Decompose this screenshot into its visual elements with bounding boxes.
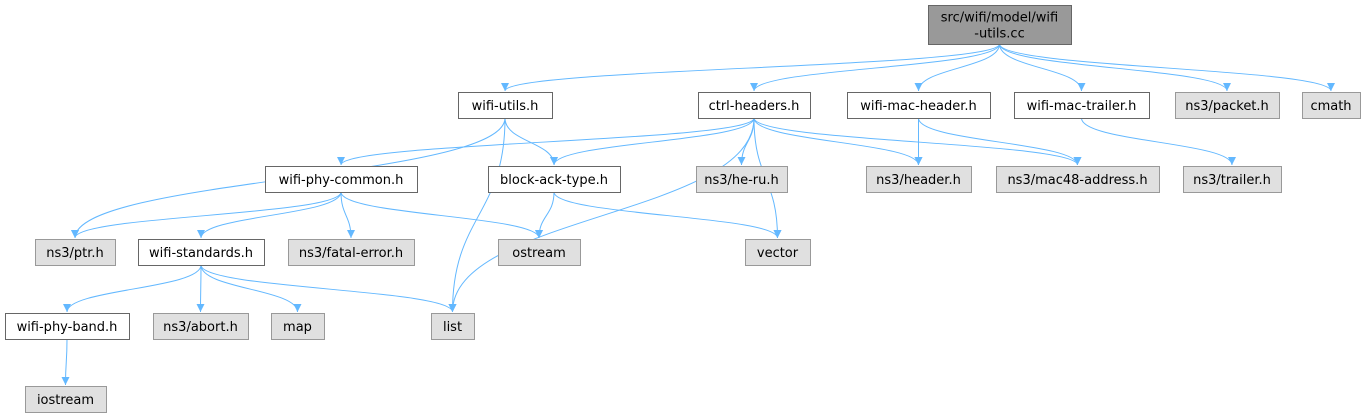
edge-wifi_utils_h-to-list: [448, 117, 506, 313]
node-map: map: [271, 313, 325, 340]
node-box: [138, 239, 265, 266]
edge-ctrl_headers_h-to-ns3_header_h: [753, 117, 923, 166]
node-label: wifi-mac-header.h: [860, 99, 977, 114]
node-label: wifi-standards.h: [149, 246, 253, 261]
node-box: [745, 239, 811, 266]
node-box: [288, 239, 415, 266]
edge-wifi_standards_h-to-map: [200, 264, 302, 313]
node-wifi-mac-trailer-h[interactable]: wifi-mac-trailer.h: [1014, 92, 1150, 119]
nodes-layer: src/wifi/model/wifi-utils.cc wifi-utils.h…: [5, 5, 1361, 413]
node-label: cmath: [1310, 99, 1351, 114]
edge-wifi_standards_h-to-ns3_abort_h: [196, 264, 205, 313]
node-wifi-standards-h[interactable]: wifi-standards.h: [138, 239, 265, 266]
node-box: [698, 92, 811, 119]
node-label: ns3/fatal-error.h: [299, 246, 403, 261]
edge-root-to-wifi_mac_header_h: [914, 43, 1000, 92]
edge-wifi_standards_h-to-list: [200, 264, 457, 313]
edge-root-to-cmath: [999, 43, 1335, 92]
node-ns3-trailer-h: ns3/trailer.h: [1183, 166, 1282, 193]
edge-root-to-wifi_utils_h: [501, 43, 1000, 92]
node-ns3-fatal-error-h: ns3/fatal-error.h: [288, 239, 415, 266]
node-box: [488, 166, 621, 193]
node-label: ns3/ptr.h: [46, 246, 104, 261]
node-label: ns3/header.h: [876, 173, 961, 188]
node-label: ostream: [512, 246, 566, 261]
node-root[interactable]: src/wifi/model/wifi-utils.cc: [928, 5, 1072, 45]
node-label: src/wifi/model/wifi: [941, 11, 1058, 26]
node-box: [847, 92, 991, 119]
node-box: [696, 166, 788, 193]
node-box: [5, 313, 130, 340]
node-vector: vector: [745, 239, 811, 266]
node-box: [265, 166, 418, 193]
node-label: ns3/he-ru.h: [704, 173, 779, 188]
node-ns3-packet-h: ns3/packet.h: [1175, 92, 1280, 119]
node-wifi-phy-common-h[interactable]: wifi-phy-common.h: [265, 166, 418, 193]
node-box: [271, 313, 325, 340]
node-ns3-abort-h: ns3/abort.h: [153, 313, 249, 340]
node-label: block-ack-type.h: [500, 173, 608, 188]
node-ns3-mac48-address-h: ns3/mac48-address.h: [996, 166, 1160, 193]
edge-ctrl_headers_h-to-list: [448, 117, 755, 313]
edge-ctrl_headers_h-to-block_ack_type_h: [550, 117, 755, 166]
node-label: map: [283, 320, 312, 335]
node-iostream: iostream: [25, 386, 107, 413]
edge-ctrl_headers_h-to-wifi_phy_common_h: [337, 117, 755, 166]
node-ctrl-headers-h[interactable]: ctrl-headers.h: [698, 92, 811, 119]
node-label: wifi-utils.h: [472, 99, 539, 114]
edge-wifi_phy_common_h-to-ns3_fatal_error_h: [340, 191, 355, 239]
node-ns3-header-h: ns3/header.h: [866, 166, 972, 193]
edge-wifi_phy_common_h-to-ns3_ptr_h: [71, 191, 342, 239]
node-box: [928, 5, 1072, 45]
node-box: [1302, 92, 1361, 119]
edge-wifi_phy_band_h-to-iostream: [61, 338, 70, 386]
node-wifi-mac-header-h[interactable]: wifi-mac-header.h: [847, 92, 991, 119]
node-ns3-ptr-h: ns3/ptr.h: [35, 239, 116, 266]
node-box: [996, 166, 1160, 193]
node-label: ns3/mac48-address.h: [1007, 173, 1147, 188]
node-box: [1183, 166, 1282, 193]
node-label: ns3/trailer.h: [1193, 173, 1271, 188]
edges-layer: [61, 43, 1335, 386]
node-box: [1175, 92, 1280, 119]
node-box: [431, 313, 475, 340]
edge-wifi_mac_header_h-to-ns3_mac48_address_h: [918, 117, 1082, 166]
node-label: iostream: [37, 393, 94, 408]
node-wifi-phy-band-h[interactable]: wifi-phy-band.h: [5, 313, 130, 340]
edge-wifi_standards_h-to-wifi_phy_band_h: [63, 264, 202, 313]
node-cmath: cmath: [1302, 92, 1361, 119]
node-list: list: [431, 313, 475, 340]
node-label: ctrl-headers.h: [709, 99, 800, 114]
node-box: [458, 92, 553, 119]
edge-wifi_phy_common_h-to-ostream: [340, 191, 543, 239]
edge-wifi_phy_common_h-to-wifi_standards_h: [197, 191, 342, 239]
node-block-ack-type-h[interactable]: block-ack-type.h: [488, 166, 621, 193]
node-ostream: ostream: [498, 239, 581, 266]
edge-block_ack_type_h-to-vector: [553, 191, 782, 239]
node-box: [866, 166, 972, 193]
node-label: list: [443, 320, 462, 335]
node-box: [498, 239, 581, 266]
node-box: [1014, 92, 1150, 119]
node-label: vector: [757, 246, 799, 261]
node-label: wifi-mac-trailer.h: [1027, 99, 1137, 114]
edge-ctrl_headers_h-to-ns3_mac48_address_h: [753, 117, 1082, 166]
node-box: [153, 313, 249, 340]
node-ns3-he-ru-h: ns3/he-ru.h: [696, 166, 788, 193]
node-label: ns3/abort.h: [163, 320, 238, 335]
edge-wifi_mac_trailer_h-to-ns3_trailer_h: [1081, 117, 1236, 166]
node-label: wifi-phy-common.h: [279, 173, 404, 188]
node-box: [35, 239, 116, 266]
edge-root-to-ctrl_headers_h: [750, 43, 1000, 92]
node-label: ns3/packet.h: [1185, 99, 1269, 114]
node-label: wifi-phy-band.h: [17, 320, 118, 335]
node-box: [25, 386, 107, 413]
node-label: -utils.cc: [974, 27, 1024, 42]
edge-block_ack_type_h-to-ostream: [535, 191, 555, 239]
node-wifi-utils-h[interactable]: wifi-utils.h: [458, 92, 553, 119]
edge-root-to-ns3_packet_h: [999, 43, 1231, 92]
edge-root-to-wifi_mac_trailer_h: [999, 43, 1086, 92]
